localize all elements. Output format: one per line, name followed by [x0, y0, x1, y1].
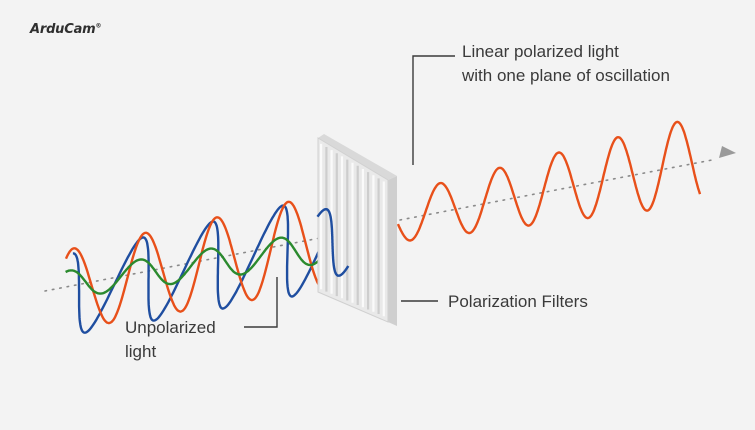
label-linear-line-1: Linear polarized light — [462, 42, 619, 61]
leader-line-linear — [412, 55, 455, 165]
unpolarized-wave-blue-tip — [316, 208, 350, 277]
label-unpolarized-line-2: light — [125, 342, 157, 361]
label-linear-polarized-light: Linear polarized light with one plane of… — [462, 40, 670, 88]
arducam-logo: ArduCam® — [30, 22, 102, 37]
filter-top — [318, 134, 397, 180]
logo-registered-mark: ® — [95, 22, 102, 30]
label-linear-line-2: with one plane of oscillation — [462, 66, 670, 85]
propagation-axis-right — [399, 159, 713, 221]
filter-side — [388, 176, 397, 326]
polarization-filter — [317, 134, 397, 326]
axis-arrowhead — [719, 146, 736, 158]
leader-line-unpolarized — [244, 277, 278, 328]
label-unpolarized-line-1: Unpolarized — [125, 318, 216, 337]
logo-text: ArduCam — [30, 22, 96, 37]
unpolarized-wave-orange — [64, 198, 354, 325]
linear-polarized-wave — [396, 120, 702, 242]
label-polarization-filters: Polarization Filters — [448, 292, 588, 311]
label-unpolarized-light: Unpolarized light — [125, 316, 216, 364]
